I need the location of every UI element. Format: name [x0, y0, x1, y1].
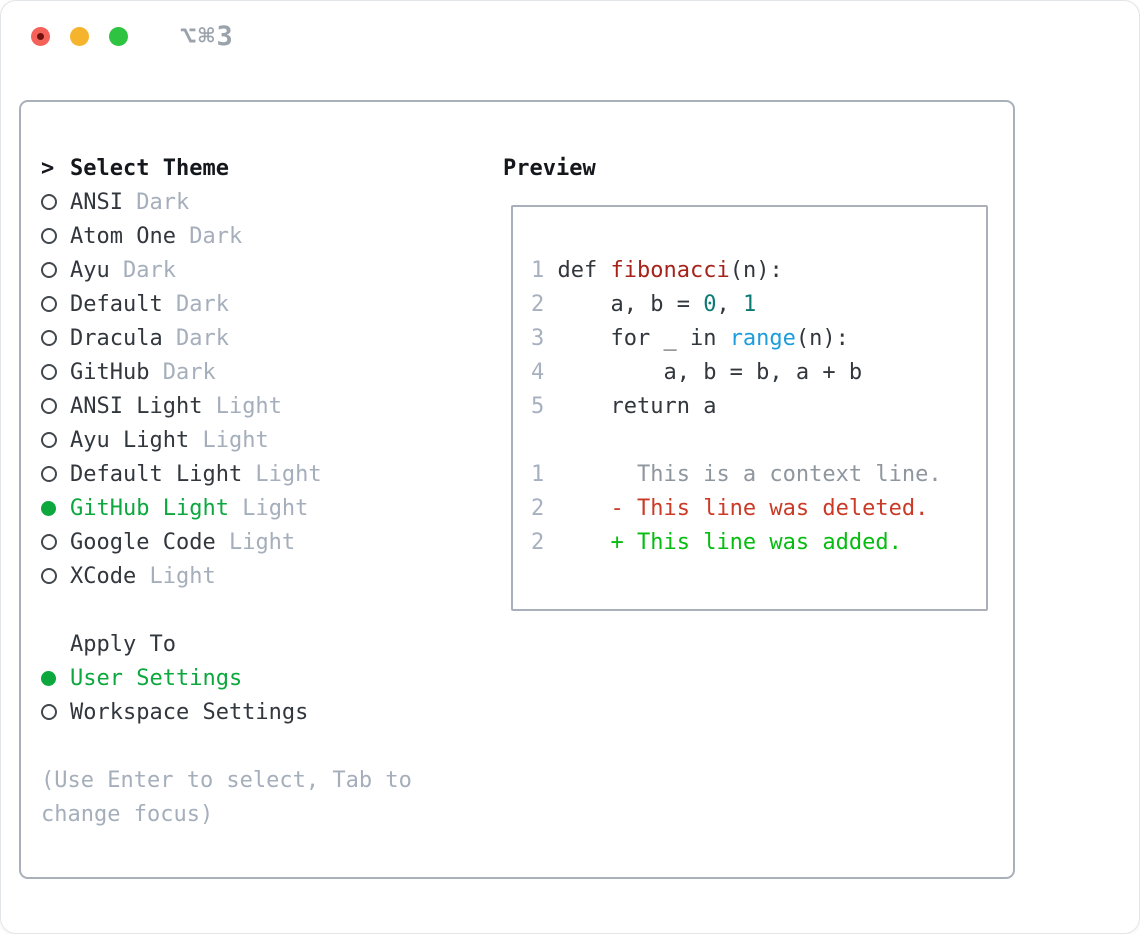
- theme-option-ansi[interactable]: ANSI Dark: [41, 185, 491, 219]
- radio-selected-icon: [41, 500, 56, 516]
- theme-option-label: Default: [70, 291, 163, 317]
- theme-option-github-light[interactable]: GitHub Light Light: [41, 491, 491, 525]
- apply-option-user-settings[interactable]: User Settings: [41, 661, 491, 695]
- window-title: ⌥⌘3: [180, 20, 235, 52]
- radio-unselected-icon: [41, 568, 57, 584]
- theme-option-label: Ayu Light: [70, 427, 190, 453]
- theme-option-default-light[interactable]: Default Light Light: [41, 457, 491, 491]
- apply-option-label: Workspace Settings: [70, 699, 309, 725]
- theme-option-xcode[interactable]: XCode Light: [41, 559, 491, 593]
- theme-variant-badge: Light: [202, 393, 282, 419]
- radio-unselected-icon: [41, 432, 57, 448]
- apply-to-title: Apply To: [70, 631, 176, 657]
- minimize-button[interactable]: [70, 26, 89, 46]
- zoom-button[interactable]: [109, 26, 128, 46]
- radio-unselected-icon: [41, 330, 57, 346]
- apply-option-label: User Settings: [70, 665, 243, 691]
- theme-variant-badge: Dark: [162, 291, 229, 317]
- theme-option-label: Ayu: [70, 257, 110, 283]
- theme-option-github[interactable]: GitHub Dark: [41, 355, 491, 389]
- code-line: 5 return a: [531, 394, 717, 419]
- radio-unselected-icon: [41, 194, 57, 210]
- radio-unselected-icon: [41, 398, 57, 414]
- theme-option-label: ANSI: [70, 189, 123, 215]
- code-line: 2 - This line was deleted.: [531, 496, 929, 521]
- theme-option-label: XCode: [70, 563, 137, 589]
- code-line: [531, 424, 986, 458]
- radio-unselected-icon: [41, 262, 57, 278]
- close-button[interactable]: [31, 26, 50, 46]
- theme-option-atom-one[interactable]: Atom One Dark: [41, 219, 491, 253]
- preview-title: Preview: [503, 155, 596, 181]
- select-theme-title: Select Theme: [70, 155, 229, 181]
- theme-option-label: Atom One: [70, 223, 176, 249]
- theme-variant-badge: Dark: [162, 325, 229, 351]
- theme-variant-badge: Dark: [122, 189, 190, 215]
- code-line: 1 This is a context line.: [531, 462, 942, 487]
- theme-variant-badge: Dark: [109, 257, 176, 283]
- apply-to-header: Apply To: [41, 627, 491, 661]
- code-line: 2 + This line was added.: [531, 530, 902, 555]
- title-bar: ⌥⌘3: [1, 1, 1139, 71]
- theme-option-label: ANSI Light: [70, 393, 203, 419]
- radio-unselected-icon: [41, 228, 57, 244]
- theme-option-label: Google Code: [70, 529, 216, 555]
- preview-pane: 1 def fibonacci(n): 2 a, b = 0, 1 3 for _ …: [511, 205, 988, 611]
- theme-option-label: Default Light: [70, 461, 243, 487]
- select-theme-header: > Select Theme: [41, 151, 491, 185]
- code-line: 4 a, b = b, a + b: [531, 360, 863, 385]
- theme-option-ansi-light[interactable]: ANSI Light Light: [41, 389, 491, 423]
- code-line: 1 def fibonacci(n):: [531, 258, 783, 283]
- theme-variant-badge: Light: [215, 529, 296, 555]
- theme-variant-badge: Dark: [175, 223, 243, 249]
- unsaved-indicator-icon: [37, 32, 44, 40]
- spacer: [41, 593, 491, 627]
- theme-option-label: GitHub Light: [70, 495, 229, 521]
- code-preview: 1 def fibonacci(n): 2 a, b = 0, 1 3 for _ …: [513, 207, 986, 560]
- code-line: 3 for _ in range(n):: [531, 326, 849, 351]
- theme-option-google-code[interactable]: Google Code Light: [41, 525, 491, 559]
- theme-option-ayu-light[interactable]: Ayu Light Light: [41, 423, 491, 457]
- code-line: 2 a, b = 0, 1: [531, 292, 757, 317]
- theme-option-ayu[interactable]: Ayu Dark: [41, 253, 491, 287]
- hint-line-2: change focus): [41, 801, 214, 827]
- radio-unselected-icon: [41, 296, 57, 312]
- theme-variant-badge: Light: [228, 495, 309, 521]
- theme-option-default[interactable]: Default Dark: [41, 287, 491, 321]
- theme-variant-badge: Light: [242, 461, 322, 487]
- radio-unselected-icon: [41, 466, 57, 482]
- prompt-chevron-icon: >: [41, 155, 55, 181]
- radio-selected-icon: [41, 670, 56, 686]
- theme-variant-badge: Light: [136, 563, 216, 589]
- radio-unselected-icon: [41, 704, 57, 720]
- radio-unselected-icon: [41, 534, 57, 550]
- hint-line-1: (Use Enter to select, Tab to: [41, 767, 412, 793]
- theme-variant-badge: Light: [189, 427, 269, 453]
- radio-unselected-icon: [41, 364, 57, 380]
- apply-option-workspace-settings[interactable]: Workspace Settings: [41, 695, 491, 729]
- spacer: [41, 729, 491, 763]
- theme-option-label: Dracula: [70, 325, 163, 351]
- theme-option-dracula[interactable]: Dracula Dark: [41, 321, 491, 355]
- theme-variant-badge: Dark: [149, 359, 216, 385]
- theme-option-label: GitHub: [70, 359, 150, 385]
